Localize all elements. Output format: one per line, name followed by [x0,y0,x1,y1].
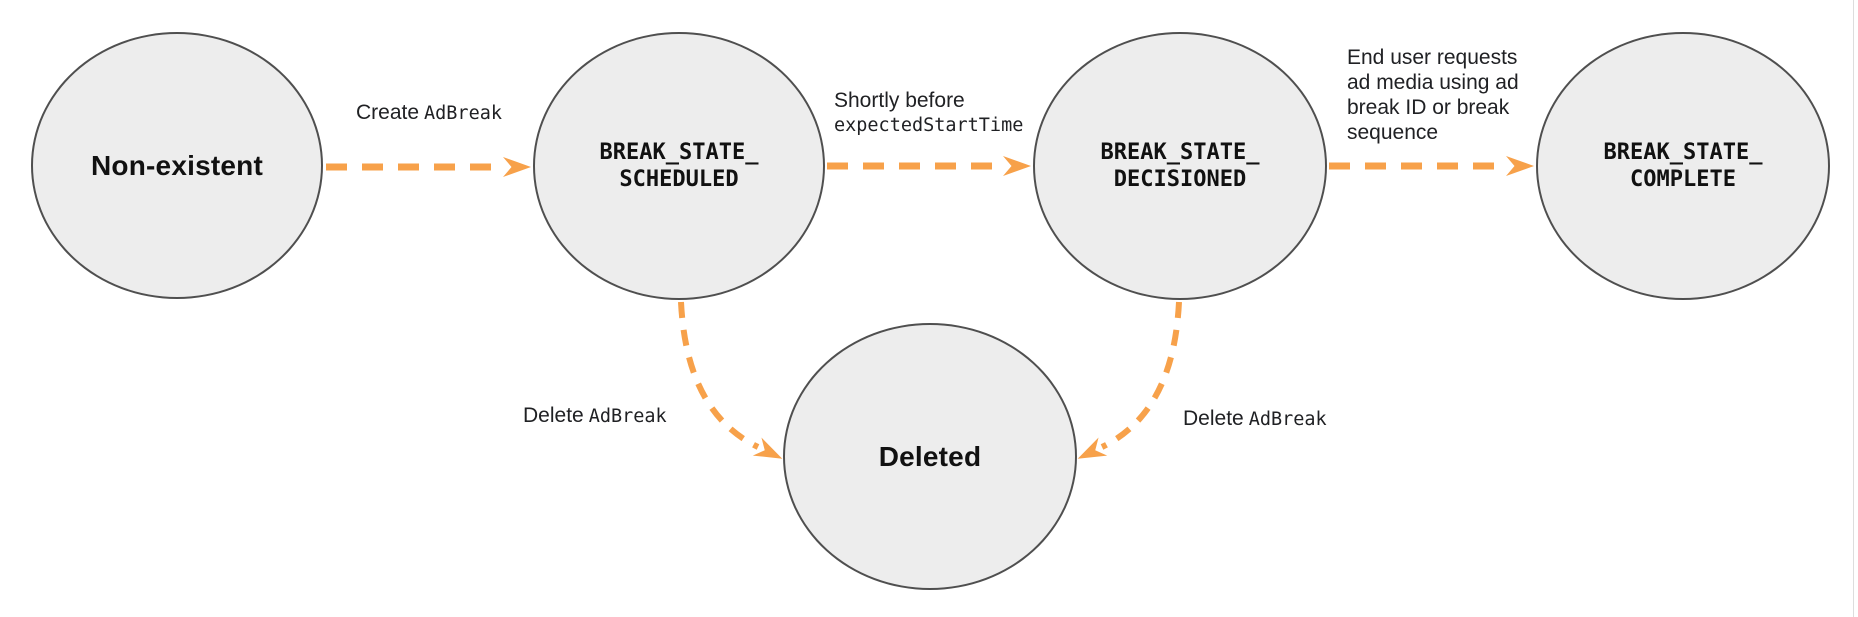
edge-label-text: Create [356,101,420,124]
node-non-existent: Non-existent [31,32,323,299]
right-border-line [1853,0,1854,617]
node-deleted: Deleted [783,323,1077,590]
node-label-line2: COMPLETE [1630,167,1736,192]
edge-label-text: Shortly before [834,89,965,112]
edge-label-end-user-requests: End user requests ad media using ad brea… [1347,45,1519,145]
node-break-state-scheduled: BREAK_STATE_ SCHEDULED [533,32,825,300]
node-label: Deleted [878,440,982,472]
node-label-line1: BREAK_STATE_ [1100,140,1260,165]
edge-label-code: AdBreak [588,406,667,427]
arrow-delete-from-scheduled [678,301,783,459]
edge-label-code: AdBreak [1248,409,1327,430]
edge-label-line: sequence [1347,121,1439,144]
edge-label-shortly-before: Shortly before expectedStartTime [834,88,1023,138]
edge-label-line: ad media using ad [1347,71,1519,94]
edge-label-line: End user requests [1347,46,1518,69]
node-break-state-complete: BREAK_STATE_ COMPLETE [1536,32,1830,300]
edge-label-code: AdBreak [424,103,502,124]
node-break-state-decisioned: BREAK_STATE_ DECISIONED [1033,32,1327,300]
edge-label-code: expectedStartTime [834,115,1024,136]
arrow-delete-from-decisioned [1077,301,1182,459]
node-label-line2: SCHEDULED [619,167,739,192]
node-label-line1: BREAK_STATE_ [599,140,759,165]
node-label-line2: DECISIONED [1113,167,1247,192]
node-label: Non-existent [91,149,263,181]
edge-label-text: Delete [523,404,584,427]
node-label-line1: BREAK_STATE_ [1603,140,1763,165]
edge-label-text: Delete [1183,407,1244,430]
edge-label-line: break ID or break [1347,96,1510,119]
